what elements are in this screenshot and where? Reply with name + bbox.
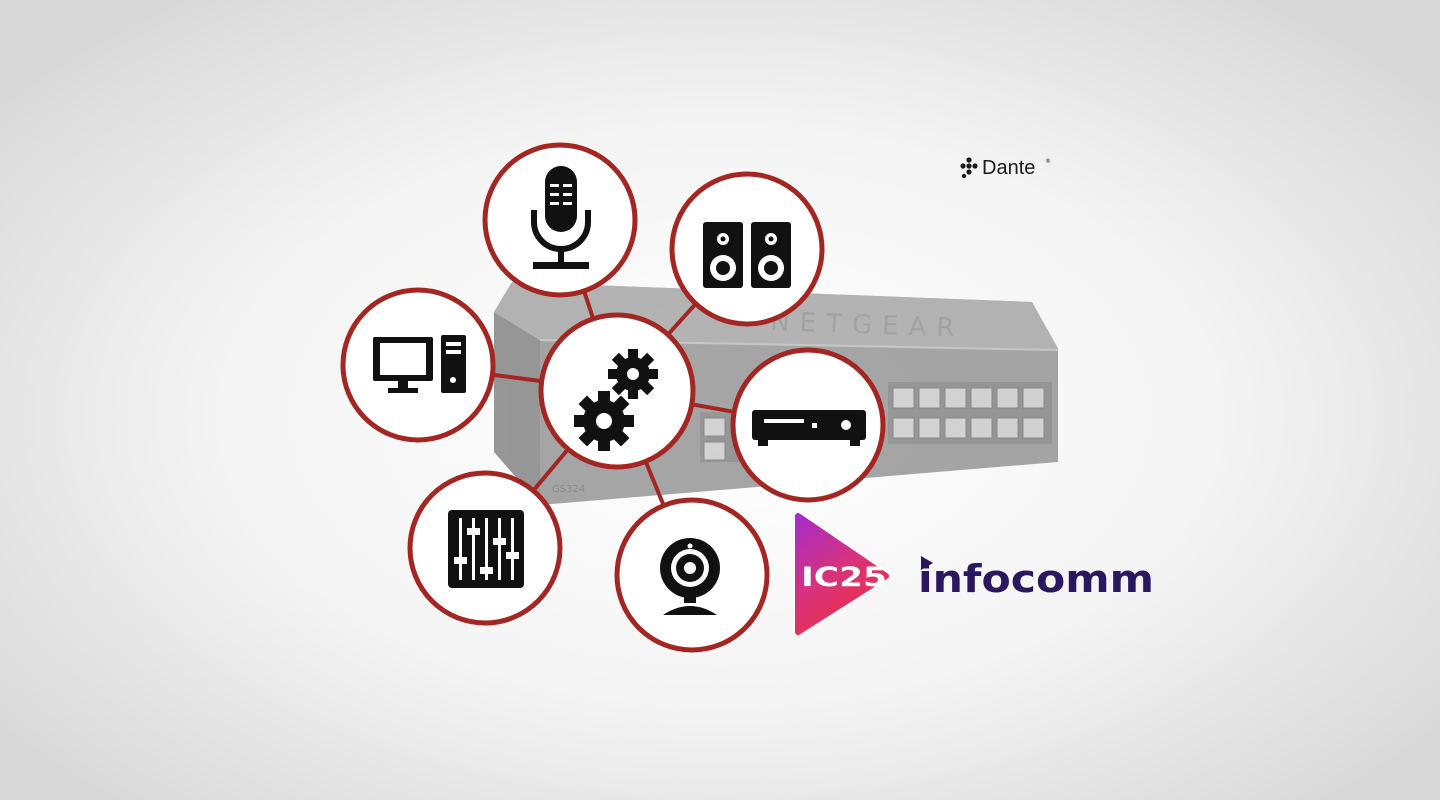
media-player-node <box>730 347 886 503</box>
switch-brand: NETGEAR <box>770 307 965 344</box>
media-player-icon <box>752 410 866 446</box>
ic25-badge: IC25 <box>795 513 889 635</box>
computer-icon <box>373 335 466 393</box>
computer-node <box>340 287 496 443</box>
switch-ports <box>700 382 1052 462</box>
gears-node <box>538 312 696 470</box>
registered-mark: ® <box>1045 158 1051 165</box>
dante-logo: Dante ® <box>960 157 1051 179</box>
webcam-icon <box>660 538 720 615</box>
infocomm-i-accent-icon <box>921 556 933 570</box>
mixer-icon <box>448 510 524 588</box>
ic25-badge-text: IC25 <box>801 562 887 593</box>
microphone-node <box>482 142 638 298</box>
mixer-node <box>407 470 563 626</box>
speakers-node <box>669 171 825 327</box>
infocomm-logo: infocomm <box>918 556 1154 601</box>
webcam-node <box>614 497 770 653</box>
speaker-icon <box>703 222 791 288</box>
gears-icon <box>574 349 658 451</box>
dante-mark-icon <box>960 157 978 179</box>
switch-model: GS324 <box>552 484 585 495</box>
microphone-icon <box>531 166 591 269</box>
dante-logo-text: Dante <box>982 157 1035 179</box>
infocomm-logo-text: infocomm <box>918 557 1154 601</box>
